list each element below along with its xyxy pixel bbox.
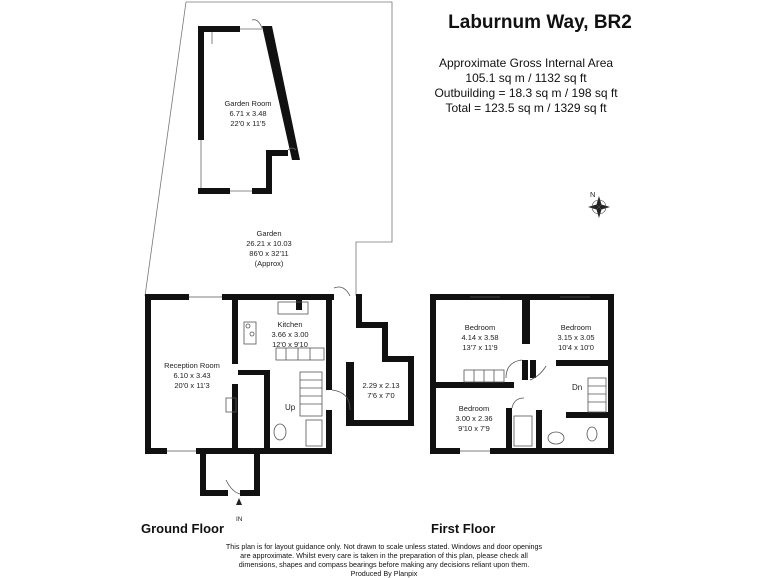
bedroom-3-name: Bedroom: [459, 404, 489, 413]
room-label-bedroom-2: Bedroom 3.15 x 3.05 10'4 x 10'0: [557, 323, 594, 352]
kitchen-name: Kitchen: [277, 320, 302, 329]
area-main: 105.1 sq m / 1132 sq ft: [465, 71, 587, 85]
entrance-label: IN: [236, 516, 243, 523]
bedroom-2-name: Bedroom: [561, 323, 591, 332]
garden-name: Garden: [256, 229, 281, 238]
disclaimer: This plan is for layout guidance only. N…: [214, 542, 554, 578]
producer-credit: Produced By Planpix: [350, 569, 418, 578]
room-label-kitchen: Kitchen 3.66 x 3.00 12'0 x 9'10: [271, 320, 308, 349]
ground-floor-fixtures: [167, 286, 351, 495]
store-imperial: 7'6 x 7'0: [367, 391, 394, 400]
garden-imperial: 86'0 x 32'11: [249, 249, 288, 258]
ground-floor-label: Ground Floor: [141, 521, 225, 536]
compass-north-label: N: [590, 190, 595, 199]
garden-outline: [144, 1, 393, 297]
room-label-store: 2.29 x 2.13 7'6 x 7'0: [362, 381, 399, 400]
compass-rose: [588, 196, 610, 218]
reception-name: Reception Room: [164, 361, 220, 370]
bedroom-3-imperial: 9'10 x 7'9: [458, 424, 490, 433]
garden-room-metric: 6.71 x 3.48: [229, 109, 266, 118]
kitchen-imperial: 12'0 x 9'10: [272, 340, 308, 349]
stairs-down-label: Dn: [572, 383, 582, 392]
garden-room-imperial: 22'0 x 11'5: [230, 119, 265, 128]
garden-room-windows: [200, 19, 297, 192]
room-label-garden: Garden 26.21 x 10.03 86'0 x 32'11 (Appro…: [246, 229, 291, 268]
area-outbuilding: Outbuilding = 18.3 sq m / 198 sq ft: [434, 86, 618, 100]
garden-room-name: Garden Room: [224, 99, 271, 108]
first-floor-label: First Floor: [431, 521, 496, 536]
bedroom-1-metric: 4.14 x 3.58: [461, 333, 498, 342]
disclaimer-line-1: This plan is for layout guidance only. N…: [225, 542, 543, 551]
reception-metric: 6.10 x 3.43: [173, 371, 210, 380]
area-heading: Approximate Gross Internal Area: [438, 56, 614, 70]
stairs-up-label: Up: [285, 403, 296, 412]
reception-imperial: 20'0 x 11'3: [174, 381, 209, 390]
store-metric: 2.29 x 2.13: [362, 381, 399, 390]
room-label-bedroom-1: Bedroom 4.14 x 3.58 13'7 x 11'9: [461, 323, 498, 352]
garden-note: (Approx): [255, 259, 284, 268]
first-floor-walls: [430, 294, 614, 454]
room-label-bedroom-3: Bedroom 3.00 x 2.36 9'10 x 7'9: [455, 404, 492, 433]
room-label-garden-room: Garden Room 6.71 x 3.48 22'0 x 11'5: [224, 99, 271, 128]
room-label-reception: Reception Room 6.10 x 3.43 20'0 x 11'3: [164, 361, 220, 390]
property-title: Laburnum Way, BR2: [448, 12, 632, 33]
bedroom-2-metric: 3.15 x 3.05: [557, 333, 594, 342]
bedroom-2-imperial: 10'4 x 10'0: [558, 343, 594, 352]
area-total: Total = 123.5 sq m / 1329 sq ft: [445, 101, 607, 115]
entrance-arrow-icon: [236, 498, 242, 505]
bedroom-1-name: Bedroom: [465, 323, 495, 332]
area-summary: Approximate Gross Internal Area 105.1 sq…: [420, 56, 632, 116]
first-floor-fixtures: [460, 296, 607, 452]
bedroom-3-metric: 3.00 x 2.36: [455, 414, 492, 423]
disclaimer-line-2: are approximate. Whilst every care is ta…: [240, 551, 528, 560]
disclaimer-line-3: dimensions, shapes and compass bearings …: [238, 560, 530, 569]
ground-floor-walls: [145, 294, 414, 496]
bedroom-1-imperial: 13'7 x 11'9: [462, 343, 497, 352]
garden-metric: 26.21 x 10.03: [246, 239, 291, 248]
garden-room-walls: [198, 26, 300, 194]
kitchen-metric: 3.66 x 3.00: [271, 330, 308, 339]
